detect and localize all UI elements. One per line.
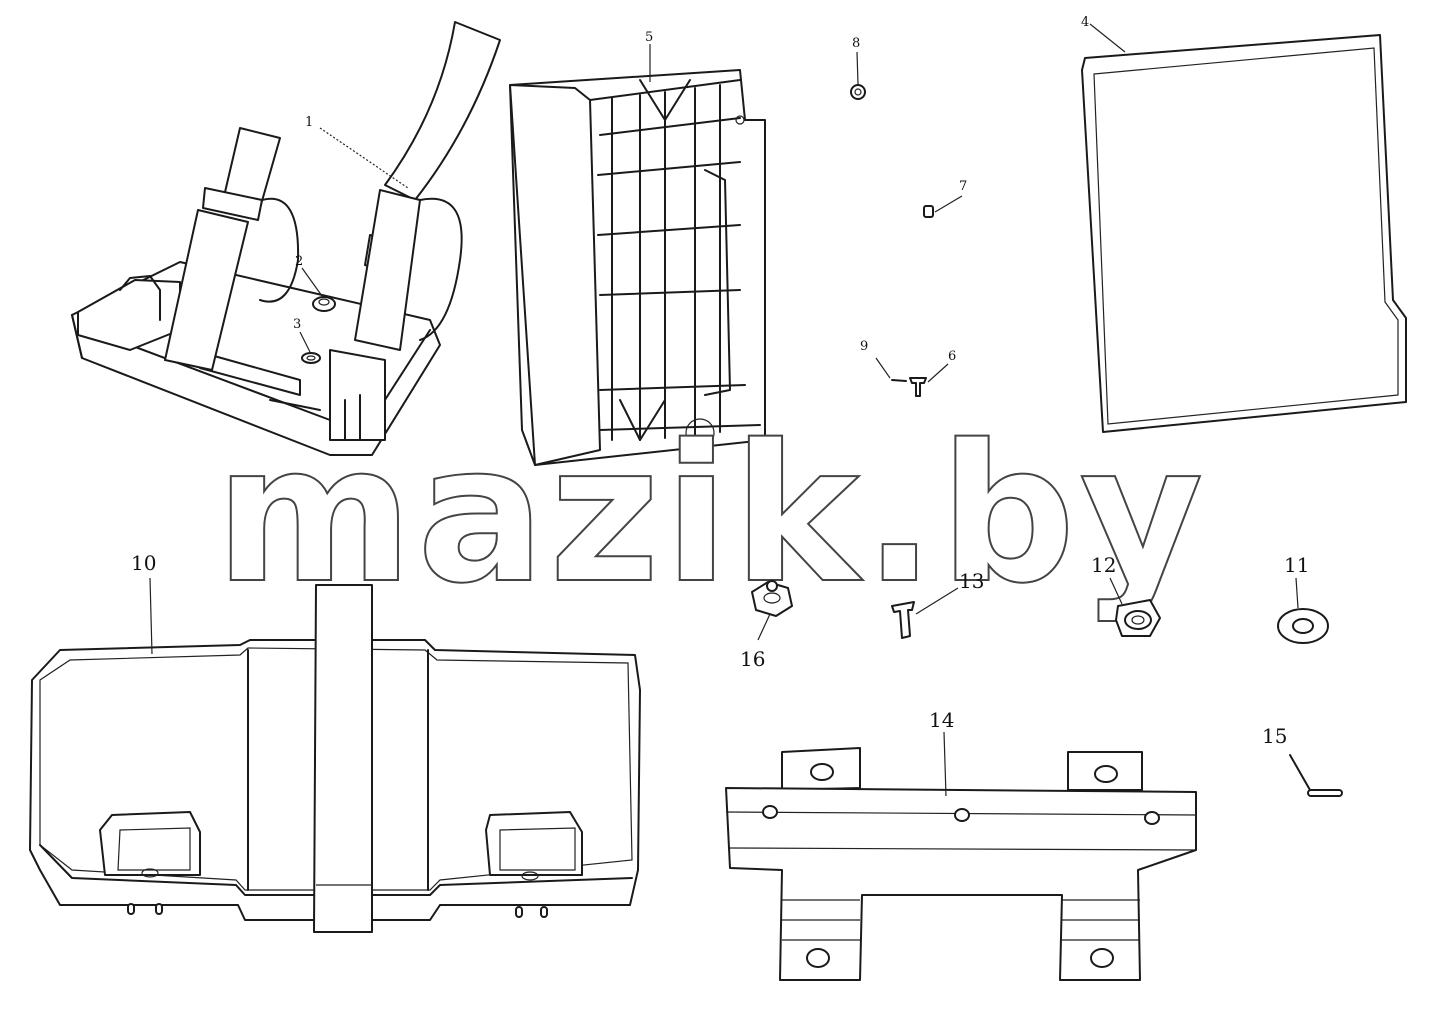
part-12-nut xyxy=(1115,599,1161,637)
part-6-bolt xyxy=(909,377,927,397)
callout-16: 16 xyxy=(740,647,765,671)
callout-3: 3 xyxy=(293,317,301,332)
small-fasteners-group xyxy=(850,84,934,397)
part-8-washer xyxy=(850,84,866,100)
part-13-bolt xyxy=(891,601,915,639)
callout-13: 13 xyxy=(959,569,984,593)
watermark: mazik.by xyxy=(215,404,1207,625)
part-5-battery-cover xyxy=(509,69,766,466)
part-14-mounting-bracket xyxy=(725,731,1197,981)
callout-10: 10 xyxy=(131,551,156,575)
callout-1: 1 xyxy=(305,115,313,130)
callout-4: 4 xyxy=(1081,15,1089,30)
leader-lines-top xyxy=(299,23,1126,383)
part-9-pin xyxy=(891,379,907,382)
callout-6: 6 xyxy=(948,349,956,364)
part-15-pin xyxy=(1307,789,1343,797)
callout-9: 9 xyxy=(860,339,868,354)
callout-8: 8 xyxy=(852,36,860,51)
callout-7: 7 xyxy=(959,179,967,194)
callout-labels: 1 2 3 4 5 6 7 8 9 10 11 12 13 14 15 16 xyxy=(131,15,1309,748)
part-7-nut xyxy=(923,205,934,218)
part-4-cover-plate xyxy=(1081,34,1407,433)
loose-parts-group xyxy=(751,577,1343,797)
callout-2: 2 xyxy=(295,254,303,269)
part-11-washer xyxy=(1277,608,1329,644)
callout-14: 14 xyxy=(929,708,954,732)
callout-12: 12 xyxy=(1091,553,1116,577)
callout-5: 5 xyxy=(645,30,653,45)
callout-11: 11 xyxy=(1284,553,1309,577)
part-1-battery-bracket xyxy=(71,21,501,456)
callout-15: 15 xyxy=(1262,724,1287,748)
part-16-nut xyxy=(751,580,793,617)
part-10-battery-tray xyxy=(29,577,641,933)
